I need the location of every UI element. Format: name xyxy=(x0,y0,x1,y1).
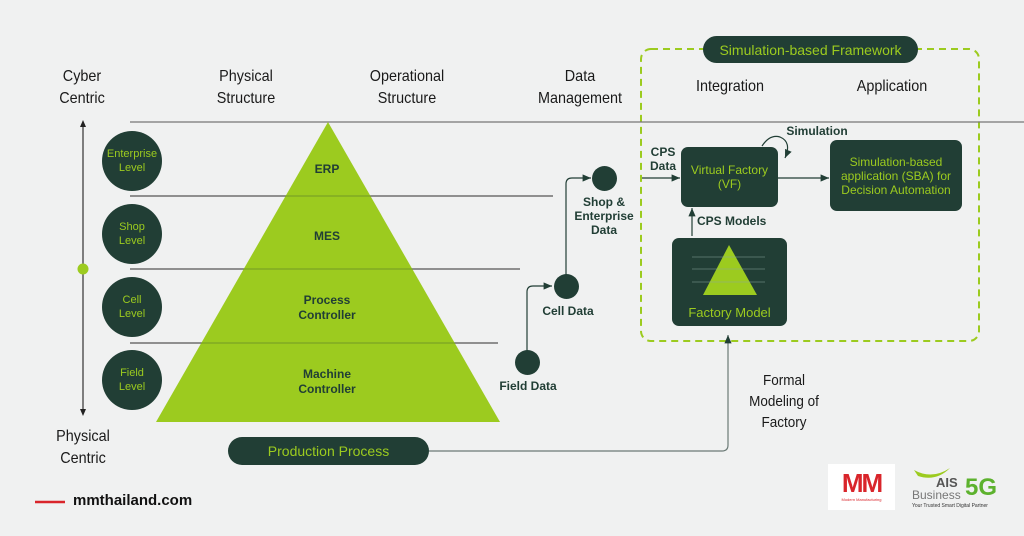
field-to-cell-arrow xyxy=(526,282,552,352)
field-data-label: Field Data xyxy=(499,379,557,393)
production-to-factory-arrow xyxy=(429,335,732,452)
header-application: Application xyxy=(856,78,928,95)
pyramid-layer-erp: ERP xyxy=(314,162,340,176)
field-data-node xyxy=(515,350,540,375)
header-operational-structure: Operational Structure xyxy=(369,68,445,107)
factory-model-label: Factory Model xyxy=(688,305,771,320)
pyramid-layer-machine-controller: Machine Controller xyxy=(298,367,356,396)
cell-data-node xyxy=(554,274,579,299)
ais-leaf-icon xyxy=(914,468,950,478)
cps-data-label: CPS Data xyxy=(649,145,676,173)
cell-to-shop-arrow xyxy=(565,174,591,275)
header-integration: Integration xyxy=(695,78,765,95)
virtual-factory-box[interactable]: Virtual Factory(VF) xyxy=(681,147,778,207)
header-cyber-centric: Cyber Centric xyxy=(59,68,105,107)
formal-modeling-label: Formal Modeling of Factory xyxy=(749,372,819,431)
header-physical-centric: Physical Centric xyxy=(56,428,110,467)
pyramid-shape xyxy=(156,122,500,422)
framework-title-badge: Simulation-based Framework xyxy=(703,36,918,63)
production-process-badge[interactable]: Production Process xyxy=(228,437,429,465)
header-data-management: Data Management xyxy=(537,68,623,107)
simulation-loop-arrow xyxy=(761,135,792,159)
shop-enterprise-data-node xyxy=(592,166,617,191)
ais-business-logo[interactable]: AIS Business 5G Your Trusted Smart Digit… xyxy=(910,466,1010,510)
mini-pyramid-icon xyxy=(692,245,765,295)
shop-enterprise-data-label: Shop & Enterprise Data xyxy=(574,195,634,237)
header-physical-structure: Physical Structure xyxy=(216,68,276,107)
axis-midpoint-dot xyxy=(77,263,89,275)
cps-models-label: CPS Models xyxy=(697,214,767,228)
cell-data-label: Cell Data xyxy=(542,304,594,318)
axis-down-arrow-icon xyxy=(80,409,86,416)
pyramid-layer-process-controller: Process Controller xyxy=(298,293,356,322)
pyramid-layer-mes: MES xyxy=(313,229,340,243)
footer-site-link[interactable]: mmthailand.com xyxy=(73,492,193,509)
factory-model-box[interactable]: Factory Model xyxy=(672,238,787,326)
simulation-label: Simulation xyxy=(786,124,848,138)
axis-up-arrow-icon xyxy=(80,120,86,127)
mm-logo[interactable]: MM Modern Manufacturing xyxy=(828,464,895,510)
